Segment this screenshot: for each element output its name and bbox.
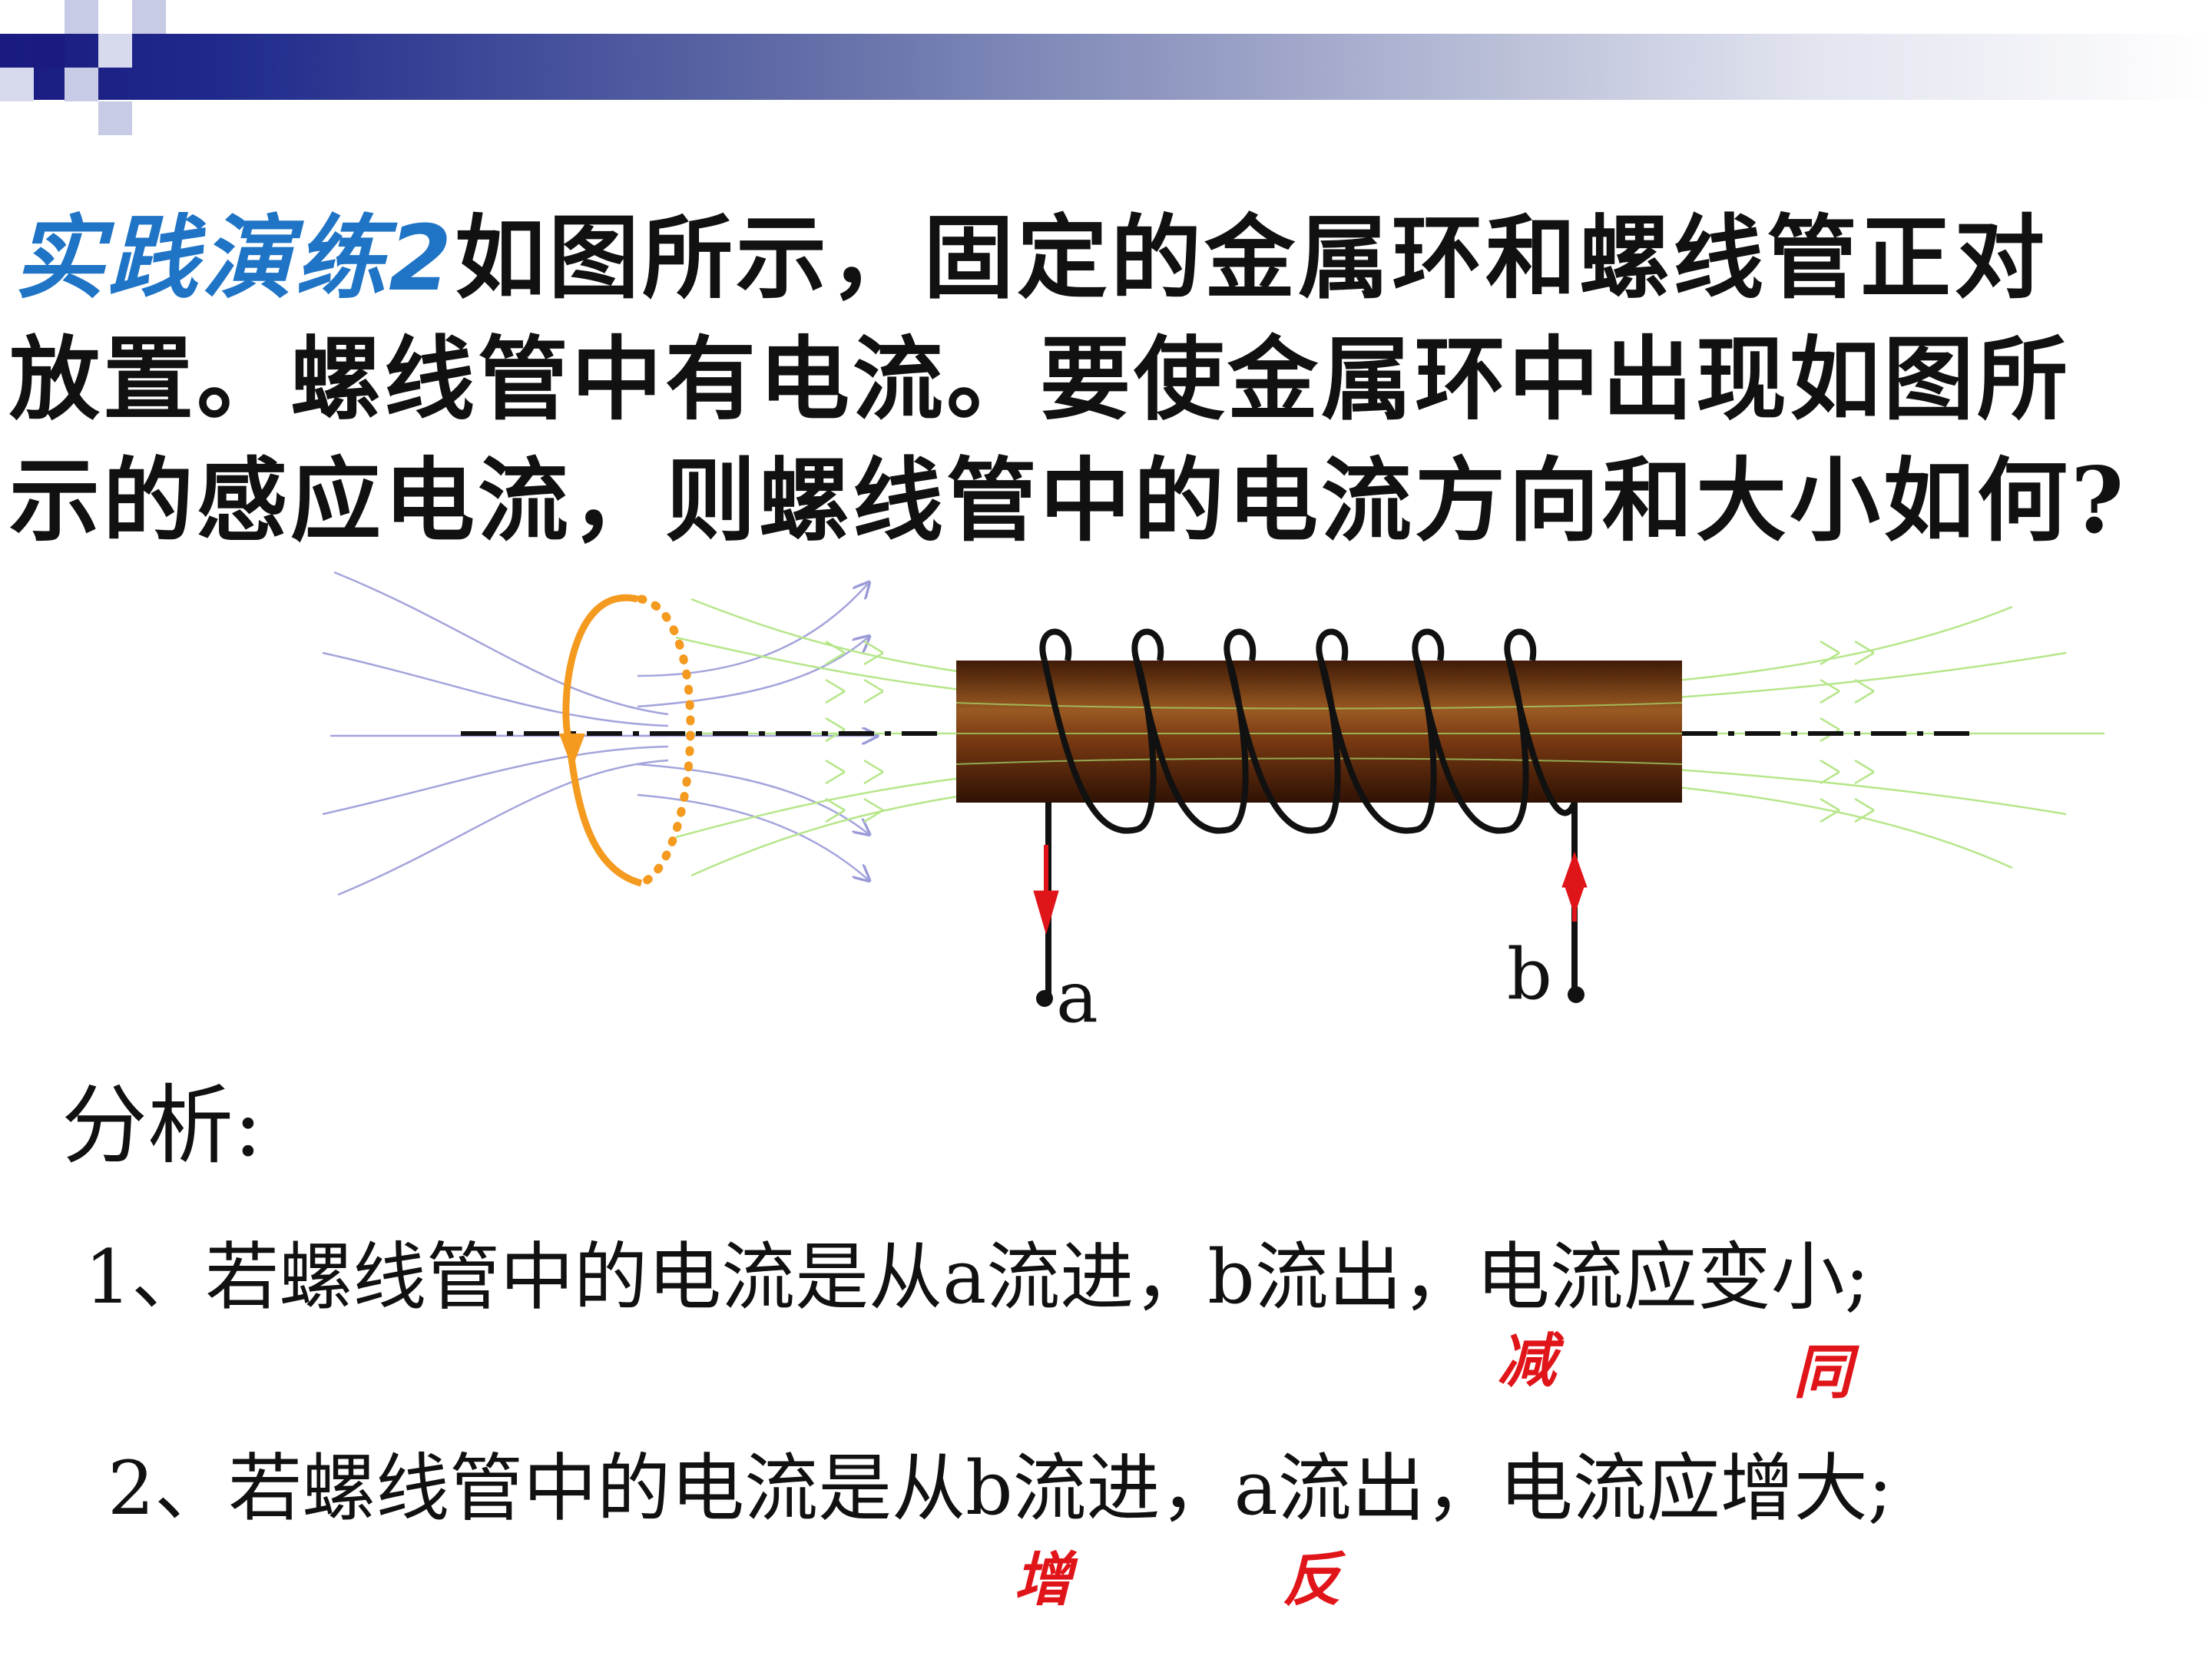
title-text-1: 如图所示，固定的金属环和螺线管正对 — [455, 204, 2048, 311]
title-line-3: 示的感应电流，则螺线管中的电流方向和大小如何? — [9, 447, 2128, 554]
ring-current-arrow-icon — [559, 733, 585, 768]
analysis-step-2: 2、若螺线管中的电流是从b流进，a流出，电流应增大; — [108, 1445, 1893, 1532]
current-arrows — [1033, 845, 1588, 935]
solenoid-coil-front — [1041, 659, 1578, 834]
header-square-light — [65, 68, 98, 101]
annotation-decrease: 减 — [1498, 1326, 1556, 1395]
solenoid-ring-diagram: a b — [322, 571, 2104, 1038]
annotation-increase: 增 — [1014, 1545, 1072, 1614]
terminal-a-dot — [1036, 990, 1053, 1007]
exercise-label: 实践演练2 — [14, 205, 455, 311]
analysis-label: 分析: — [61, 1076, 263, 1176]
terminal-b-dot — [1568, 986, 1584, 1003]
header-gradient-bar — [0, 34, 2212, 100]
header-square-light — [98, 101, 132, 135]
header-square-light — [132, 0, 166, 34]
title-line-2: 放置。螺线管中有电流。要使金属环中出现如图所 — [9, 326, 2071, 432]
solenoid-coil-back — [1039, 628, 1537, 662]
core-field-lines — [955, 702, 1683, 765]
annotation-opposite: 反 — [1283, 1545, 1341, 1614]
header-square-light — [0, 68, 34, 101]
title-line-1: 实践演练2如图所示，固定的金属环和螺线管正对 — [14, 184, 2048, 316]
analysis-step-1: 1、若螺线管中的电流是从a流进，b流出，电流应变小; — [84, 1234, 1870, 1320]
header-square-light — [65, 0, 98, 34]
solenoid-core — [956, 661, 1682, 803]
annotation-same: 同 — [1793, 1338, 1852, 1406]
terminal-b-label: b — [1507, 933, 1552, 1015]
metal-ring — [562, 594, 695, 888]
terminal-a-label: a — [1056, 956, 1098, 1038]
header-square-dark — [31, 34, 65, 68]
header-square-light — [98, 34, 132, 68]
